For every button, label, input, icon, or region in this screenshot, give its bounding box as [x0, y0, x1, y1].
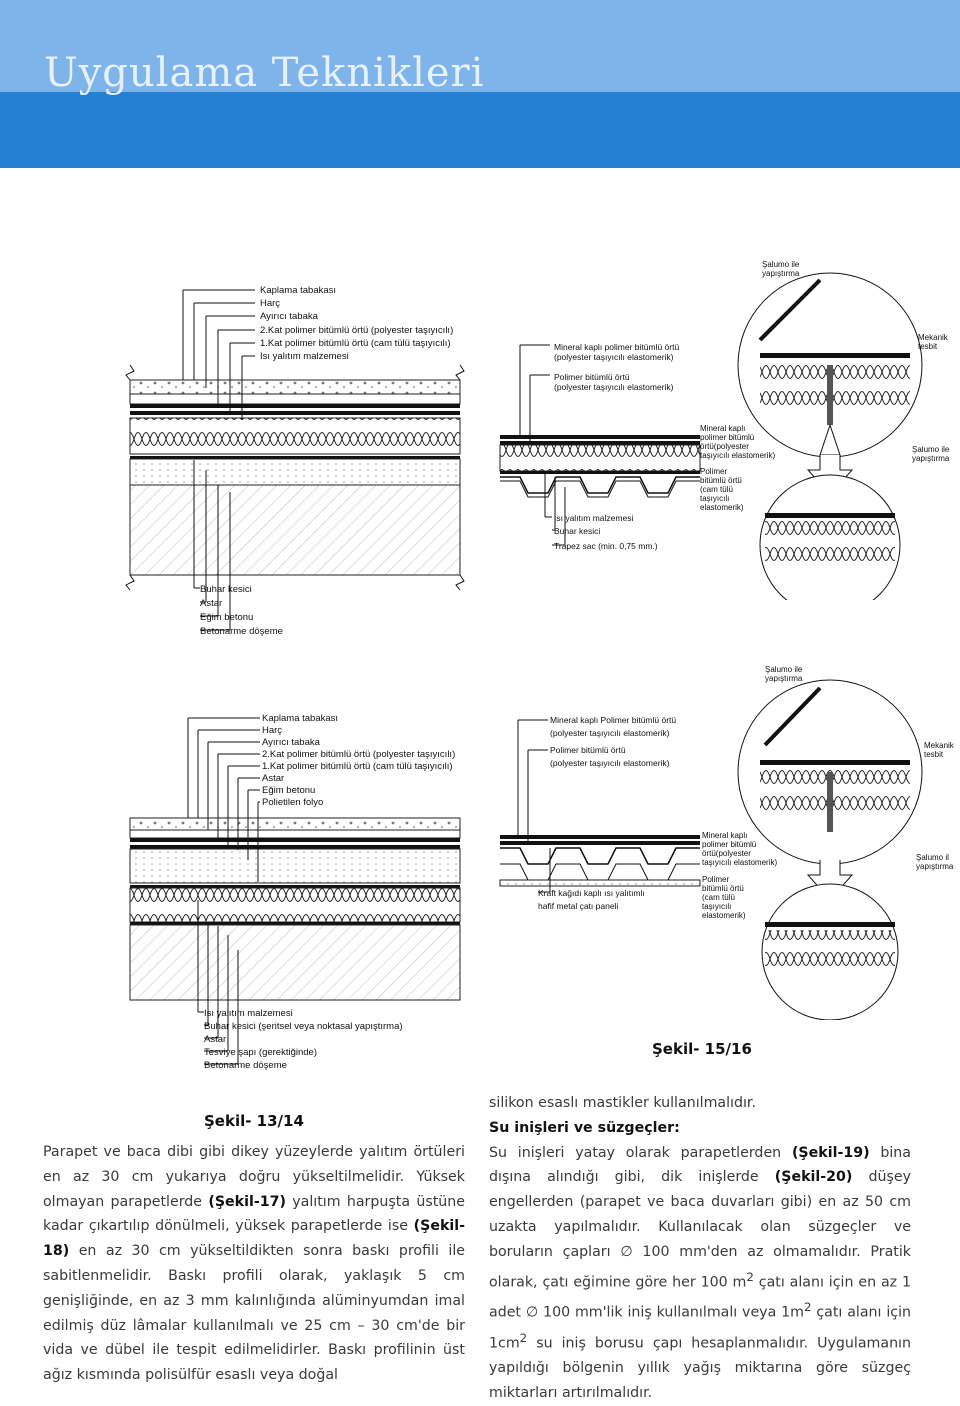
figure-reference: (Şekil-17) [208, 1193, 286, 1210]
fig14-label: 2.Kat polimer bitümlü örtü (polyester ta… [262, 749, 455, 760]
fig13-label: Ayırıcı tabaka [260, 311, 319, 322]
fig16-detail-label: Şalumo il [916, 853, 949, 862]
fig16-detail-label: Mineral kaplı [702, 831, 747, 840]
figure-reference: (Şekil-18) [43, 1218, 465, 1260]
fig15-label: (polyester taşıyıcılı elastomerik) [554, 352, 674, 362]
figure-reference: (Şekil-19) [791, 1144, 870, 1161]
fig14-label: Ayırıcı tabaka [262, 737, 321, 748]
right-lead-line: silikon esaslı mastikler kullanılmalıdır… [489, 1095, 756, 1111]
fig16-detail-label: tesbit [924, 750, 944, 759]
superscript: 2 [519, 1330, 528, 1345]
fig15-label: Polimer bitümlü örtü [554, 372, 630, 382]
figure-14-drawing: Kaplama tabakası Harç Ayırıcı tabaka 2.K… [110, 700, 470, 1080]
text-run: çatı alanı için en az 1 adet ∅ 100 mm'li… [489, 1274, 911, 1321]
fig15-detail-label: yapıştırma [912, 454, 950, 463]
fig15-label: Isı yalıtım malzemesi [554, 513, 633, 523]
superscript: 2 [803, 1300, 812, 1315]
fig14-label: Betonarme döşeme [204, 1060, 287, 1071]
text-run: Su inişleri yatay olarak parapetlerden [489, 1144, 792, 1161]
text-run: en az 30 cm yükseltildikten sonra baskı … [43, 1243, 465, 1384]
right-column-text: silikon esaslı mastikler kullanılmalıdır… [489, 1091, 911, 1406]
fig15-label: (polyester taşıyıcılı elastomerik) [554, 382, 674, 392]
text-run: çatı alanı için 1cm [489, 1304, 912, 1352]
figure-15-drawing: Mineral kaplı polimer bitümlü örtü (poly… [490, 255, 955, 616]
figure-caption-13-14: Şekil- 13/14 [204, 1112, 304, 1130]
fig16-detail-label: Polimer [702, 875, 729, 884]
fig14-label: Harç [262, 725, 282, 736]
fig15-label: Buhar kesici [554, 526, 600, 536]
fig16-detail-label: yapıştırma [916, 862, 954, 871]
fig13-label: Kaplama tabakası [260, 285, 336, 296]
figure-reference: (Şekil-20) [774, 1169, 853, 1186]
fig16-label: Kraft kağıdı kaplı ısı yalıtımlı [538, 888, 645, 898]
right-paragraph: Su inişleri yatay olarak parapetlerden (… [489, 1141, 911, 1406]
fig13-label: Betonarme döşeme [200, 626, 283, 637]
text-run: yalıtım harpuşta üstüne kadar çıkartılıp… [43, 1193, 465, 1235]
fig13-label: Isı yalıtım malzemesi [260, 351, 349, 362]
fig14-label: Kaplama tabakası [262, 713, 338, 724]
fig14-label: 1.Kat polimer bitümlü örtü (cam tülü taş… [262, 761, 453, 772]
header-light-band [0, 0, 960, 92]
fig14-label: Polietilen folyo [262, 797, 323, 808]
fig13-label: Eğim betonu [200, 612, 253, 623]
fig15-detail-label: taşıyıcılı elastomerik) [700, 451, 775, 460]
fig13-label: Harç [260, 298, 280, 309]
left-column-text: Parapet ve baca dibi gibi dikey yüzeyler… [43, 1140, 465, 1388]
fig16-detail-label: Mekanik [924, 741, 955, 750]
fig15-detail-label: bitümlü örtü [700, 476, 742, 485]
fig14-label: Isı yalıtım malzemesi [204, 1008, 293, 1019]
fig14-label: Buhar kesici (şeritsel veya noktasal yap… [204, 1021, 403, 1032]
fig16-detail-label: bitümlü örtü [702, 884, 744, 893]
fig15-detail-label: elastomerik) [700, 503, 744, 512]
text-run: su iniş borusu çapı hesaplanmalıdır. Uyg… [489, 1335, 911, 1401]
text-run: bina dışına alındığı gibi, dik inişlerde [489, 1144, 911, 1186]
figure-caption-15-16: Şekil- 15/16 [652, 1040, 752, 1058]
fig16-detail-label: Şalumo ile [765, 665, 803, 674]
fig15-detail-label: tesbit [918, 342, 938, 351]
fig16-detail-label: örtü(polyester [702, 849, 751, 858]
text-run: düşey engellerden (parapet ve baca duvar… [489, 1169, 911, 1291]
fig15-label: Trapez sac (min. 0,75 mm.) [554, 541, 658, 551]
figure-13-drawing: Kaplama tabakası Harç Ayırıcı tabaka 2.K… [110, 270, 470, 650]
page-header: Uygulama Teknikleri [0, 0, 960, 168]
fig16-detail-label: yapıştırma [765, 674, 803, 683]
fig16-detail-label: polimer bitümlü [702, 840, 756, 849]
section-subheading: Su inişleri ve süzgeçler: [489, 1119, 680, 1136]
fig13-label: Buhar kesici [200, 584, 252, 595]
fig15-detail-label: Mekanik [918, 333, 949, 342]
fig13-label: 2.Kat polimer bitümlü örtü (polyester ta… [260, 325, 453, 336]
fig16-detail-label: taşıyıcılı elastomerik) [702, 858, 777, 867]
fig16-detail-label: taşıyıcılı [702, 902, 731, 911]
fig13-label: Astar [200, 598, 222, 609]
fig15-detail-label: Mineral kaplı [700, 424, 745, 433]
fig15-detail-label: Şalumo ile [912, 445, 950, 454]
fig16-detail-label: elastomerik) [702, 911, 746, 920]
fig16-detail-label: (cam tülü [702, 893, 735, 902]
fig15-detail-label: Şalumo ile [762, 260, 800, 269]
fig16-label: hafif metal çatı paneli [538, 901, 618, 911]
figure-16-drawing: Mineral kaplı Polimer bitümlü örtü (poly… [490, 660, 955, 1021]
left-paragraph: Parapet ve baca dibi gibi dikey yüzeyler… [43, 1140, 465, 1388]
page-title: Uygulama Teknikleri [44, 50, 485, 96]
text-run: Parapet ve baca dibi gibi dikey yüzeyler… [43, 1144, 465, 1210]
fig14-label: Eğim betonu [262, 785, 315, 796]
fig14-label: Astar [204, 1034, 226, 1045]
fig16-label: Mineral kaplı Polimer bitümlü örtü [550, 715, 676, 725]
fig14-label: Tesviye şapı (gerektiğinde) [204, 1047, 317, 1058]
fig15-detail-label: polimer bitümlü [700, 433, 754, 442]
fig13-label: 1.Kat polimer bitümlü örtü (cam tülü taş… [260, 338, 451, 349]
fig16-label: Polimer bitümlü örtü [550, 745, 626, 755]
superscript: 2 [746, 1269, 754, 1284]
fig16-label: (polyester taşıyıcılı elastomerik) [550, 728, 670, 738]
fig15-detail-label: (cam tülü [700, 485, 733, 494]
fig15-detail-label: Polimer [700, 467, 727, 476]
fig15-detail-label: yapıştırma [762, 269, 800, 278]
fig16-label: (polyester taşıyıcılı elastomerik) [550, 758, 670, 768]
fig14-label: Astar [262, 773, 284, 784]
fig15-label: Mineral kaplı polimer bitümlü örtü [554, 342, 679, 352]
fig15-detail-label: taşıyıcılı [700, 494, 729, 503]
fig15-detail-label: örtü(polyester [700, 442, 749, 451]
header-dark-band [0, 92, 960, 168]
